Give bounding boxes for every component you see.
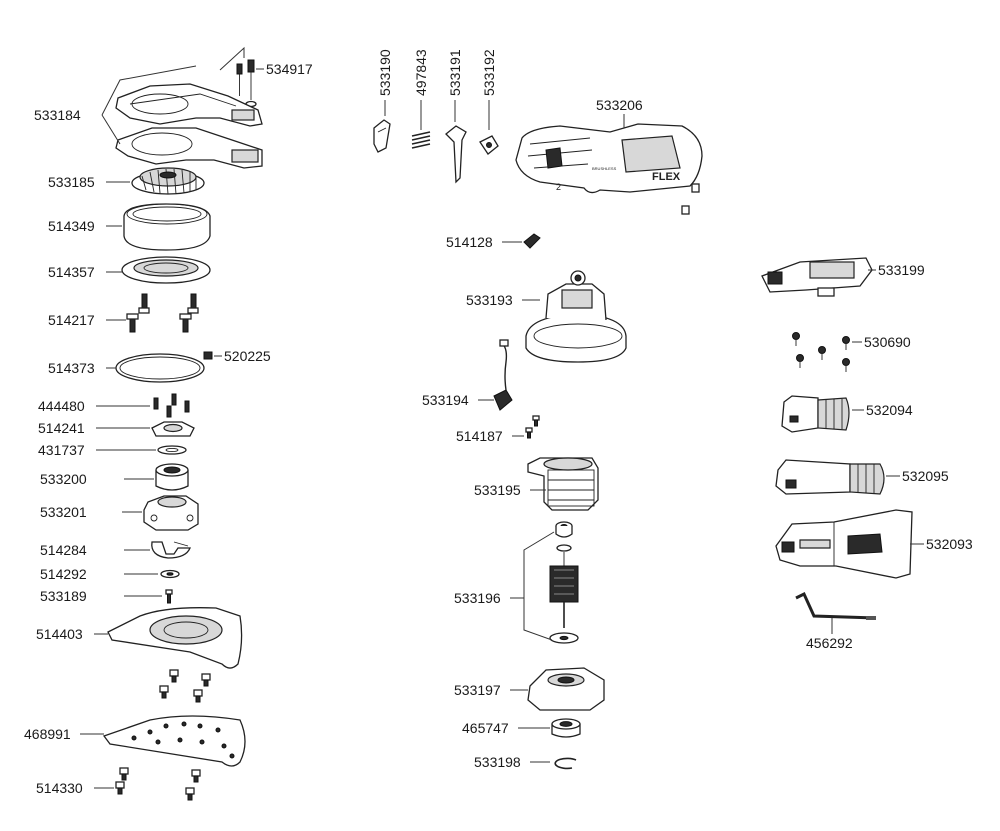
label-533184: 533184 [34, 107, 81, 123]
label-444480: 444480 [38, 398, 85, 414]
label-465747: 465747 [462, 720, 509, 736]
label-533185: 533185 [48, 174, 95, 190]
part-532095-adapter [775, 459, 885, 495]
part-431737-washer [157, 445, 187, 455]
housing-badge-text: BRUSHLESS [592, 166, 617, 171]
label-514292: 514292 [40, 566, 87, 582]
part-444480-screws [153, 393, 190, 418]
part-533195-stator [527, 457, 599, 511]
part-520225-clip [203, 351, 213, 360]
label-533196: 533196 [454, 590, 501, 606]
part-533184-lower-housing [115, 127, 263, 169]
label-514128: 514128 [446, 234, 493, 250]
label-533199: 533199 [878, 262, 925, 278]
label-514330: 514330 [36, 780, 83, 796]
label-514373: 514373 [48, 360, 95, 376]
label-431737: 431737 [38, 442, 85, 458]
part-514187-screws [525, 415, 540, 439]
label-533189: 533189 [40, 588, 87, 604]
part-514241-flange [151, 421, 195, 437]
label-533193: 533193 [466, 292, 513, 308]
part-533206-motor-housing: FLEX BRUSHLESS 2 [515, 123, 703, 194]
housing-number-text: 2 [556, 182, 561, 192]
part-514349-ring [123, 203, 211, 251]
part-533201-bearing-housing [143, 495, 199, 531]
part-514292-washer [160, 569, 180, 579]
part-465747-bearing [551, 718, 581, 738]
part-533199-pcb [761, 257, 873, 297]
part-533200-bearing [155, 463, 189, 491]
label-532094: 532094 [866, 402, 913, 418]
part-533184-upper-housing [115, 83, 263, 127]
label-514241: 514241 [38, 420, 85, 436]
label-514357: 514357 [48, 264, 95, 280]
part-514217-screws [126, 293, 199, 333]
label-533190: 533190 [377, 49, 393, 96]
part-468991-backing-pad [102, 715, 246, 767]
part-533197-bearing-plate [527, 667, 605, 711]
part-534917-screw [236, 59, 257, 108]
part-533190-switch [373, 119, 391, 153]
housing-brand-text: FLEX [652, 171, 681, 183]
part-514373-band [115, 353, 205, 383]
part-514128-clip [523, 233, 541, 249]
label-514349: 514349 [48, 218, 95, 234]
part-533192-clip [479, 135, 499, 155]
part-514357-seal [121, 256, 211, 284]
label-533197: 533197 [454, 682, 501, 698]
part-514330-screws [115, 767, 201, 801]
label-533195: 533195 [474, 482, 521, 498]
part-533191-lever [445, 125, 467, 184]
label-533191: 533191 [447, 49, 463, 96]
part-497843-spring [411, 131, 431, 149]
part-532094-adapter [781, 395, 850, 433]
label-533206: 533206 [596, 97, 643, 113]
part-530690-screws [792, 332, 850, 372]
part-533206-screws [681, 183, 700, 215]
label-456292: 456292 [806, 635, 853, 651]
part-456292-hex-key [795, 591, 877, 620]
label-533194: 533194 [422, 392, 469, 408]
label-514217: 514217 [48, 312, 95, 328]
part-533193-fan-housing [525, 270, 627, 363]
part-514284-counterweight [151, 541, 191, 559]
part-pad-screws [159, 669, 211, 703]
label-532095: 532095 [902, 468, 949, 484]
label-533198: 533198 [474, 754, 521, 770]
part-533189-screw [165, 589, 173, 604]
part-514403-pad-base [107, 607, 243, 669]
label-514187: 514187 [456, 428, 503, 444]
label-533201: 533201 [40, 504, 87, 520]
label-520225: 520225 [224, 348, 271, 364]
label-534917: 534917 [266, 61, 313, 77]
label-533192: 533192 [481, 49, 497, 96]
label-514403: 514403 [36, 626, 83, 642]
label-514284: 514284 [40, 542, 87, 558]
label-530690: 530690 [864, 334, 911, 350]
label-468991: 468991 [24, 726, 71, 742]
part-533198-circlip [554, 757, 577, 770]
part-533185-fan [131, 167, 205, 195]
label-533200: 533200 [40, 471, 87, 487]
part-533194-sensor [493, 339, 513, 411]
label-532093: 532093 [926, 536, 973, 552]
label-497843: 497843 [413, 49, 429, 96]
part-532093-dust-box [775, 509, 913, 579]
part-533196-armature [549, 521, 579, 644]
